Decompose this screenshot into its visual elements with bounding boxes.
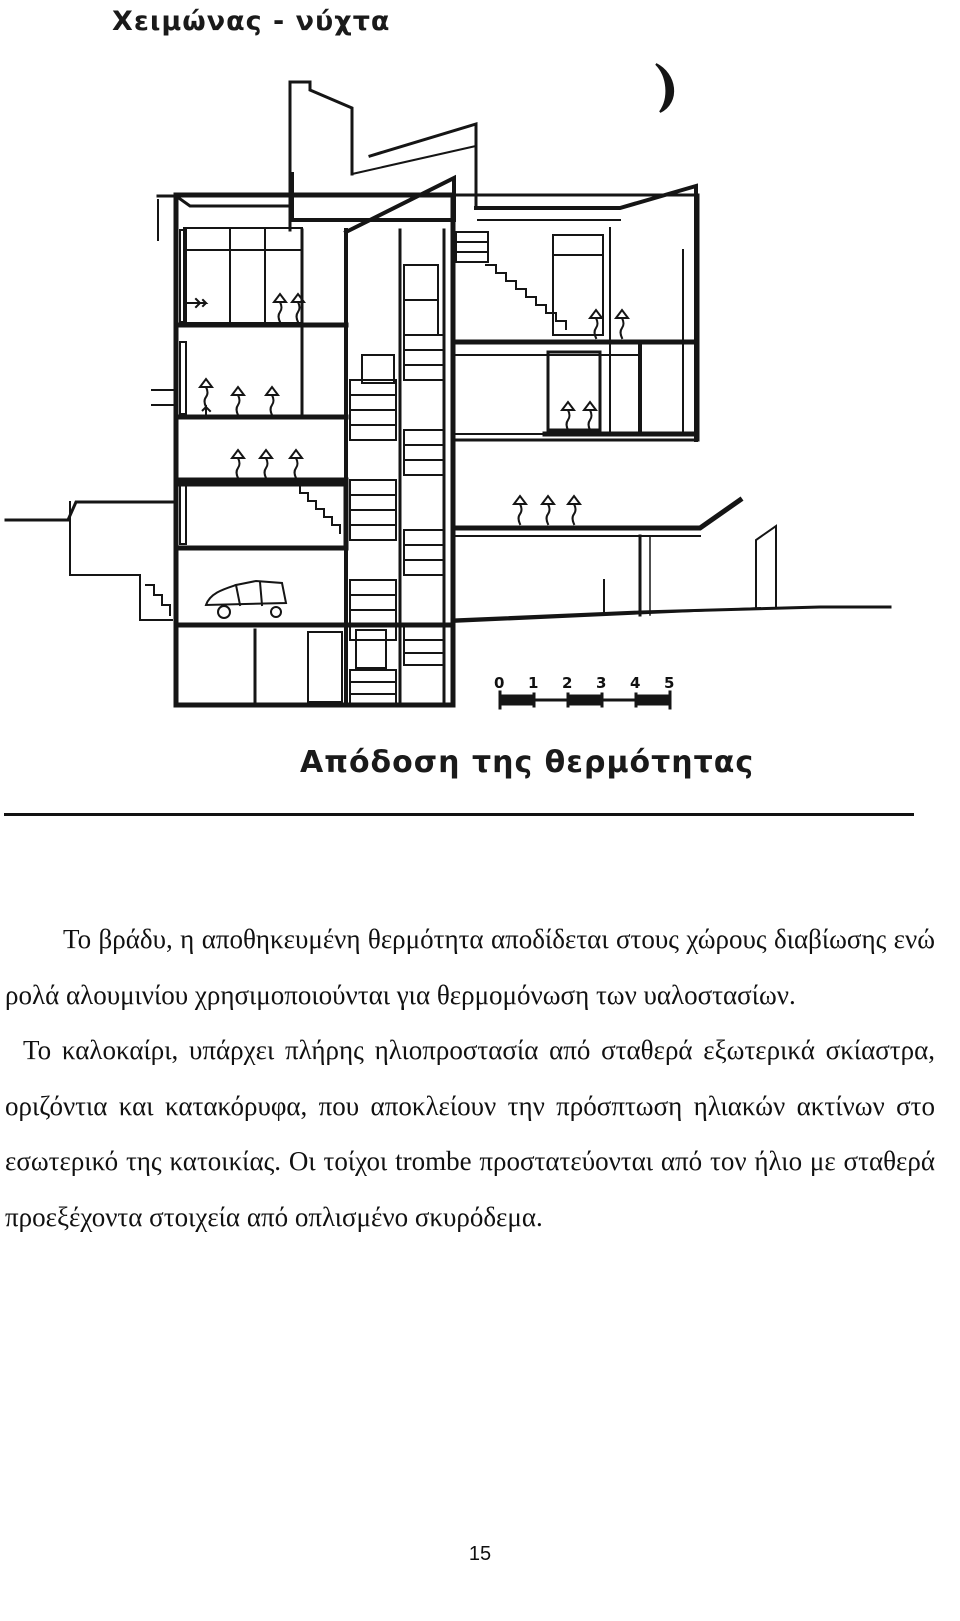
garden-wall xyxy=(755,524,777,609)
roof-slope-2 xyxy=(368,121,478,210)
heat-arrow-icon xyxy=(258,448,274,480)
staircase xyxy=(291,231,567,706)
slab-cantilever xyxy=(450,496,744,531)
chimney xyxy=(288,80,354,232)
scale-label: 3 xyxy=(596,674,606,692)
scale-label: 4 xyxy=(630,674,640,692)
paragraph: Το καλοκαίρι, υπάρχει πλήρης ηλιοπροστασ… xyxy=(5,1035,935,1232)
roof-right xyxy=(474,183,698,442)
building-outline-right xyxy=(451,193,700,442)
scale-label: 5 xyxy=(664,674,674,692)
heat-arrow-icon xyxy=(288,448,304,480)
separator-rule xyxy=(4,813,914,816)
roof-slope-3 xyxy=(350,144,478,176)
heat-arrow-icon xyxy=(588,308,604,340)
window xyxy=(183,227,303,324)
heat-arrow-icon xyxy=(614,308,630,340)
roof-monitor xyxy=(290,172,454,222)
body-text: Το βράδυ, η αποθηκευμένη θερμότητα αποδί… xyxy=(5,912,935,1245)
terrain-right xyxy=(450,606,762,624)
door xyxy=(307,631,343,703)
page-number: 15 xyxy=(468,1543,492,1565)
heat-arrow-icon xyxy=(198,377,214,416)
scale-label: 2 xyxy=(562,674,572,692)
roof-left xyxy=(156,194,292,208)
paragraph: Το βράδυ, η αποθηκευμένη θερμότητα αποδί… xyxy=(5,924,935,1010)
door xyxy=(361,354,395,384)
trombe-wall xyxy=(179,341,187,415)
ground-line-left xyxy=(4,500,174,522)
figure-caption: Απόδοση της θερμότητας xyxy=(300,745,755,780)
retaining-wall xyxy=(69,501,173,621)
scale-labels: 0 1 2 3 4 5 xyxy=(494,674,674,692)
roof-slope xyxy=(343,174,456,235)
heat-arrow-icon xyxy=(566,494,582,526)
door xyxy=(355,629,387,669)
heat-arrow-icon xyxy=(264,385,280,417)
window-block xyxy=(173,477,349,551)
heat-arrow-icon xyxy=(290,292,306,324)
scale-label: 1 xyxy=(528,674,538,692)
heat-arrow-icon xyxy=(272,292,288,324)
building-outline-left xyxy=(173,192,456,708)
heat-arrow-icon xyxy=(540,494,556,526)
window xyxy=(546,350,602,432)
moon-icon xyxy=(655,63,675,113)
heat-arrow-icon xyxy=(560,400,576,432)
scale-label: 0 xyxy=(494,674,504,692)
figure-title: Χειμώνας - νύχτα xyxy=(112,6,391,37)
heat-arrow-icon xyxy=(185,297,209,309)
heat-arrow-icon xyxy=(230,448,246,480)
heat-arrow-icon xyxy=(582,400,598,432)
trombe-wall xyxy=(179,483,187,545)
scale-bar xyxy=(498,690,672,710)
heat-arrows xyxy=(185,292,630,526)
section-drawing: 0 1 2 3 4 5 xyxy=(4,63,892,710)
car-icon xyxy=(204,579,288,619)
window xyxy=(552,234,604,336)
heat-arrow-icon xyxy=(230,385,246,417)
retaining-steps xyxy=(145,584,171,616)
heat-arrow-icon xyxy=(512,494,528,526)
